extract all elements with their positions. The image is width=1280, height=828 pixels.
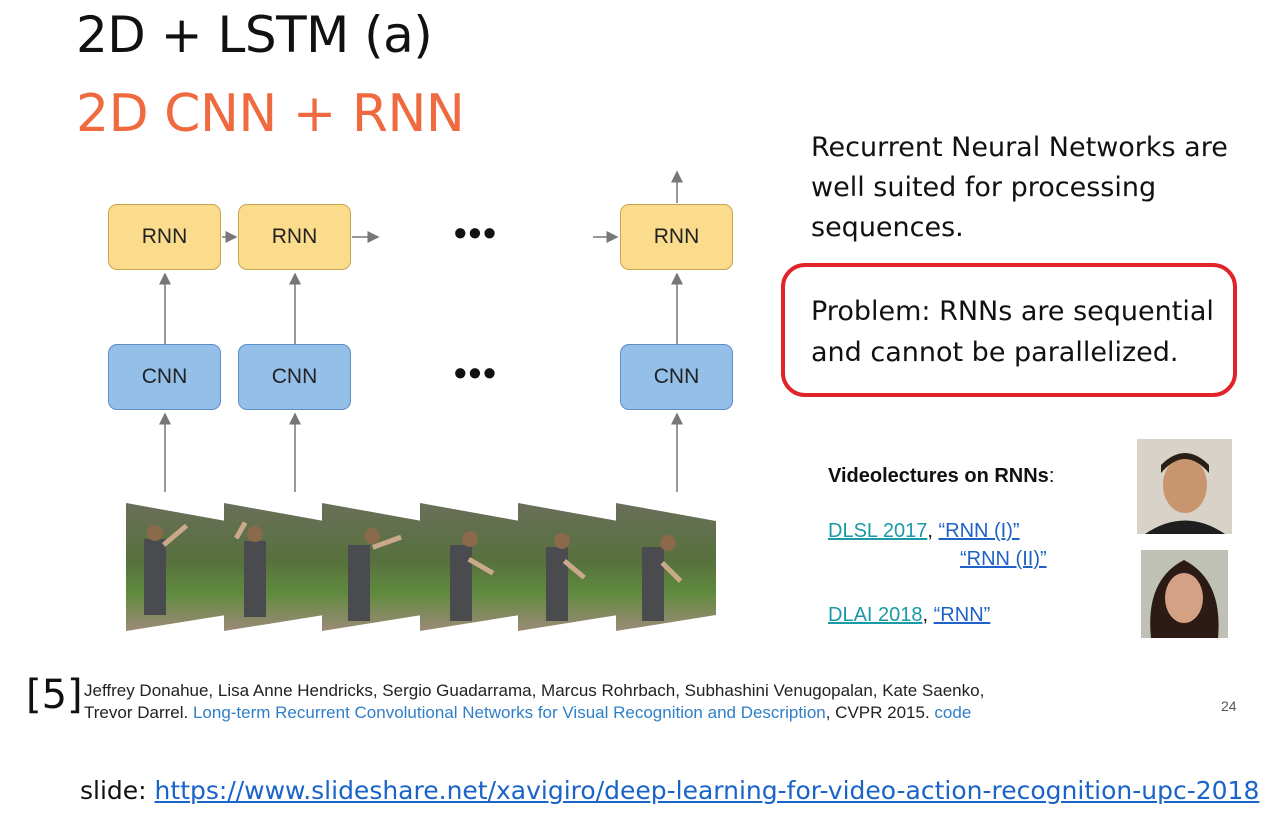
citation-authors: Jeffrey Donahue, Lisa Anne Hendricks, Se… [84,681,985,700]
problem-text: Problem: RNNs are sequential and cannot … [811,296,1214,368]
video-frame [518,503,618,631]
citation-number: [5] [26,672,83,718]
citation-authors-end: Trevor Darrel. [84,703,189,722]
separator: , [927,520,933,542]
rnn-link[interactable]: “RNN” [933,604,991,626]
rnn-description: Recurrent Neural Networks are well suite… [811,132,1228,243]
video-frames [126,503,716,631]
page-number: 24 [1221,698,1237,714]
cnn-box-2: CNN [238,344,351,410]
rnn-box-label: RNN [653,225,700,248]
rnn-box-label: RNN [141,225,188,248]
rnn-box-2: RNN [238,204,351,270]
rnn-box-label: RNN [271,225,318,248]
cnn-box-label: CNN [653,365,700,388]
rnn-2-link[interactable]: “RNN (II)” [960,548,1047,570]
videolectures-heading-text: Videolectures on RNNs [828,465,1049,487]
videolectures-heading-colon: : [1048,465,1055,487]
problem-callout: Problem: RNNs are sequential and cannot … [781,263,1237,397]
slide-source-link[interactable]: https://www.slideshare.net/xavigiro/deep… [154,776,1260,805]
lecturer-photo-1 [1137,439,1232,534]
cnn-box-label: CNN [141,365,188,388]
rnn-2-row: “RNN (II)” [960,548,1047,571]
cnn-box-label: CNN [271,365,318,388]
video-frame [126,503,226,631]
diagram-arrows [159,170,683,492]
citation-code-link[interactable]: code [934,703,972,722]
video-frame [322,503,422,631]
cnn-box-1: CNN [108,344,221,410]
separator: , [922,604,929,626]
rnn-1-link[interactable]: “RNN (I)” [938,520,1020,542]
dlsl-row: DLSL 2017, “RNN (I)” [828,520,1020,543]
citation-venue: , CVPR 2015. [825,703,930,722]
rnn-box-1: RNN [108,204,221,270]
citation-line2: Trevor Darrel. Long-term Recurrent Convo… [84,702,1184,724]
citation-paper-link[interactable]: Long-term Recurrent Convolutional Networ… [192,703,826,722]
rnn-box-last: RNN [620,204,733,270]
video-frame [420,503,520,631]
slide-title: 2D + LSTM (a) [76,6,433,64]
ellipsis-cnn: ••• [454,352,498,393]
video-frame [224,503,324,631]
dlai-2018-link[interactable]: DLAI 2018 [828,604,923,626]
slide-subtitle: 2D CNN + RNN [76,84,465,144]
citation-text: Jeffrey Donahue, Lisa Anne Hendricks, Se… [84,680,1184,724]
slide-source-prefix: slide: [80,776,155,805]
dlai-row: DLAI 2018, “RNN” [828,604,990,627]
cnn-box-last: CNN [620,344,733,410]
slide-source: slide: https://www.slideshare.net/xavigi… [80,776,1259,805]
lecturer-photo-2 [1141,550,1228,638]
dlsl-2017-link[interactable]: DLSL 2017 [828,520,928,542]
ellipsis-rnn: ••• [454,212,498,253]
video-frame [616,503,716,631]
videolectures-heading: Videolectures on RNNs: [828,465,1054,488]
